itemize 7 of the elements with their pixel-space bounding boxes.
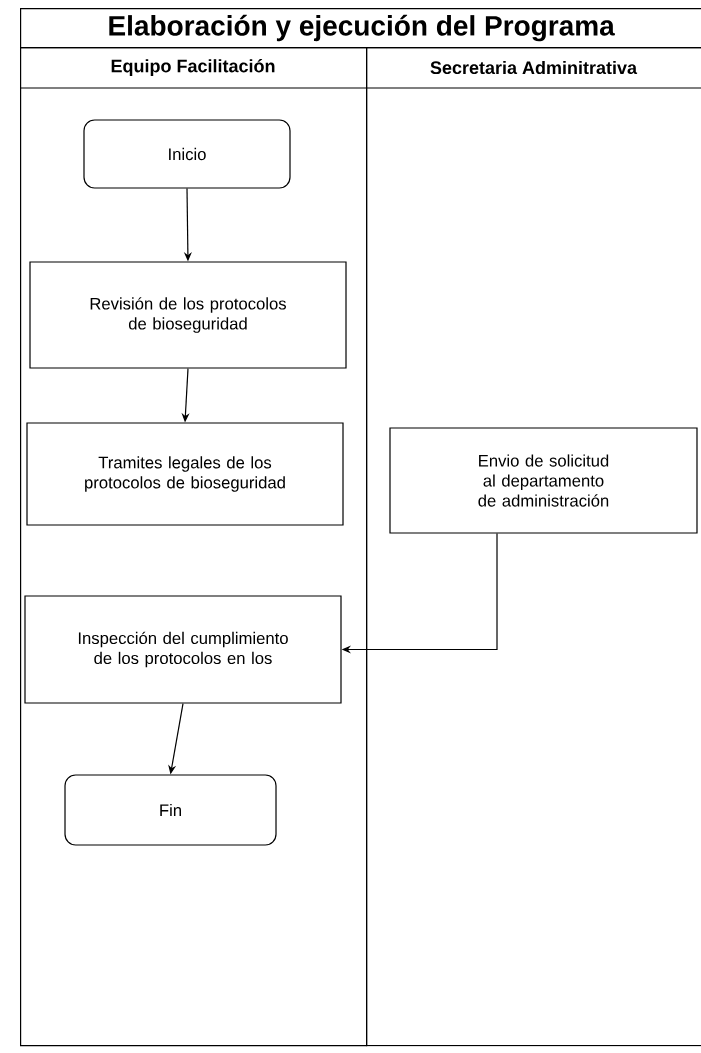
process-box: Envio de solicitud al departamento de administración — [389, 427, 698, 534]
terminal-box: Inicio — [83, 119, 291, 189]
title-band: Elaboración y ejecución del Programa — [20, 8, 701, 49]
process-box: Revisión de los protocolos de bioseguridad — [29, 261, 347, 369]
process-box: Tramites legales de los protocolos de bioseguridad — [26, 422, 344, 526]
process-box: Inspección del cumplimiento de los protocolos en los — [24, 595, 342, 704]
terminal-box: Fin — [64, 774, 277, 846]
